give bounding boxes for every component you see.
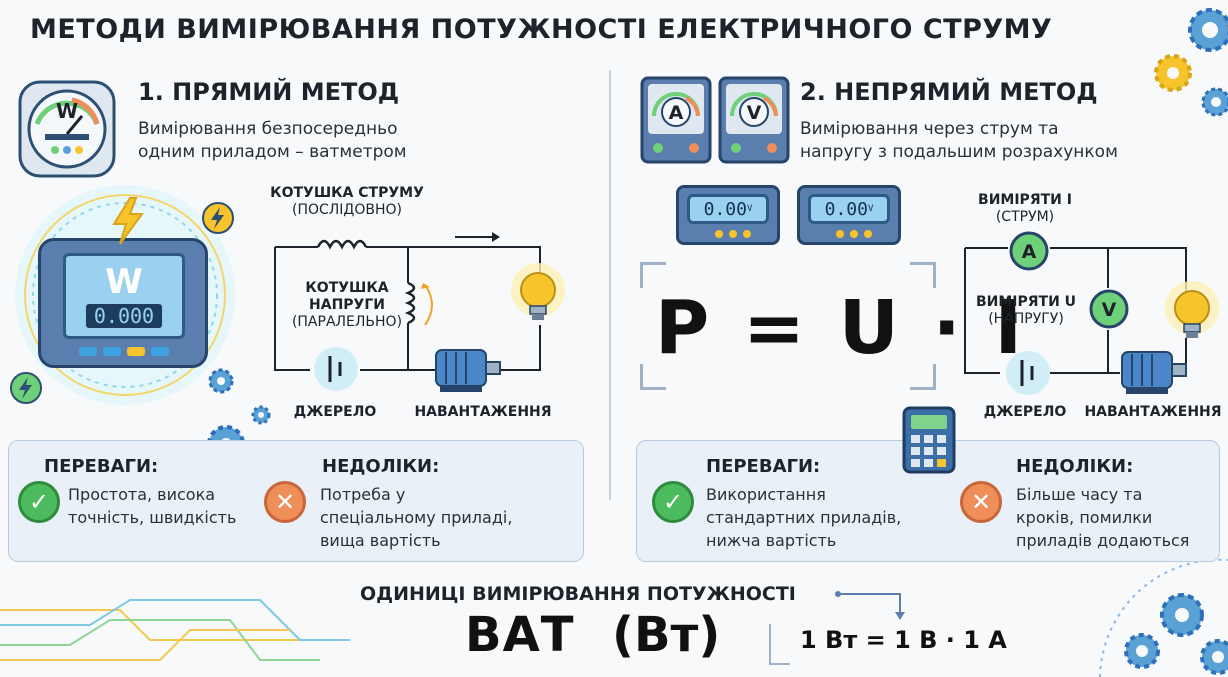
direct-method-heading: 1. ПРЯМИЙ МЕТОД	[138, 78, 400, 106]
battery-source-icon	[1006, 351, 1050, 395]
lightning-icon	[112, 197, 144, 245]
units-name: ВАТ	[465, 607, 575, 663]
page-title: МЕТОДИ ВИМІРЮВАННЯ ПОТУЖНОСТІ ЕЛЕКТРИЧНО…	[30, 14, 1053, 45]
power-formula: P = U · I	[655, 285, 1027, 371]
direct-pros-title: ПЕРЕВАГИ:	[44, 456, 159, 477]
gears-cluster-icon	[1124, 593, 1228, 675]
units-equation: 1 Вт = 1 В · 1 А	[800, 626, 1007, 654]
direct-circuit-diagram	[274, 232, 541, 371]
current-coil-label: КОТУШКА СТРУМУ(ПОСЛІДОВНО)	[270, 185, 424, 218]
motor-load-icon	[435, 349, 501, 392]
section-divider	[609, 70, 611, 500]
cross-icon: ✕	[264, 481, 306, 523]
gear-icon	[251, 405, 271, 425]
indirect-method-heading: 2. НЕПРЯМИЙ МЕТОД	[800, 78, 1098, 106]
wattmeter-display-value: 0.000	[85, 304, 163, 328]
measure-current-label: ВИМІРЯТИ I(СТРУМ)	[978, 192, 1072, 225]
units-title: ОДИНИЦІ ВИМІРЮВАННЯ ПОТУЖНОСТІ	[360, 583, 796, 605]
direct-load-label: НАВАНТАЖЕННЯ	[414, 404, 552, 420]
voltmeter-icon: V	[718, 76, 790, 164]
indirect-cons-title: НЕДОЛІКИ:	[1016, 456, 1134, 477]
ammeter-symbol: A	[669, 102, 684, 124]
gear-icon	[208, 368, 234, 394]
gear-icon	[1188, 8, 1228, 52]
direct-source-label: ДЖЕРЕЛО	[293, 404, 377, 420]
voltmeter-circuit-icon: V	[1089, 289, 1129, 329]
gauge-symbol: W	[56, 99, 78, 123]
ammeter-circuit-symbol: A	[1022, 241, 1037, 263]
direct-cons-title: НЕДОЛІКИ:	[322, 456, 440, 477]
voltmeter-circuit-symbol: V	[1102, 299, 1117, 321]
gear-icon	[1154, 54, 1192, 92]
wattmeter-symbol: W	[105, 262, 143, 302]
indirect-pros-title: ПЕРЕВАГИ:	[706, 456, 821, 477]
wattmeter-gauge-icon: W	[18, 80, 116, 178]
indirect-load-label: НАВАНТАЖЕННЯ	[1084, 404, 1222, 420]
units-symbol: (Вт)	[612, 607, 721, 663]
ammeter-icon: A	[640, 76, 712, 164]
indirect-method-description: Вимірювання через струм та напругу з под…	[800, 119, 1118, 162]
ammeter-circuit-icon: A	[1009, 231, 1049, 271]
cross-icon: ✕	[960, 481, 1002, 523]
check-icon: ✓	[18, 481, 60, 523]
check-icon: ✓	[652, 481, 694, 523]
indirect-source-label: ДЖЕРЕЛО	[983, 404, 1067, 420]
battery-source-icon	[314, 347, 358, 391]
wattmeter-buttons	[79, 347, 169, 356]
measure-voltage-label: ВИМІРЯТИ U(НАПРУГУ)	[975, 294, 1077, 327]
wattmeter-device: W 0.000	[38, 238, 208, 368]
calculator-icon	[902, 406, 956, 474]
motor-load-icon	[1121, 351, 1187, 394]
wattmeter-screen: W 0.000	[63, 253, 185, 339]
light-bulb-icon	[511, 263, 565, 320]
voltmeter-symbol: V	[747, 102, 762, 124]
units-connector-lines	[769, 591, 905, 665]
gear-icon	[1201, 87, 1228, 117]
lightning-badge-icon	[10, 372, 42, 404]
light-bulb-icon	[1165, 281, 1219, 338]
direct-method-description: Вимірювання безпосередньо одним приладом…	[138, 119, 407, 162]
lightning-badge-icon	[202, 202, 234, 234]
